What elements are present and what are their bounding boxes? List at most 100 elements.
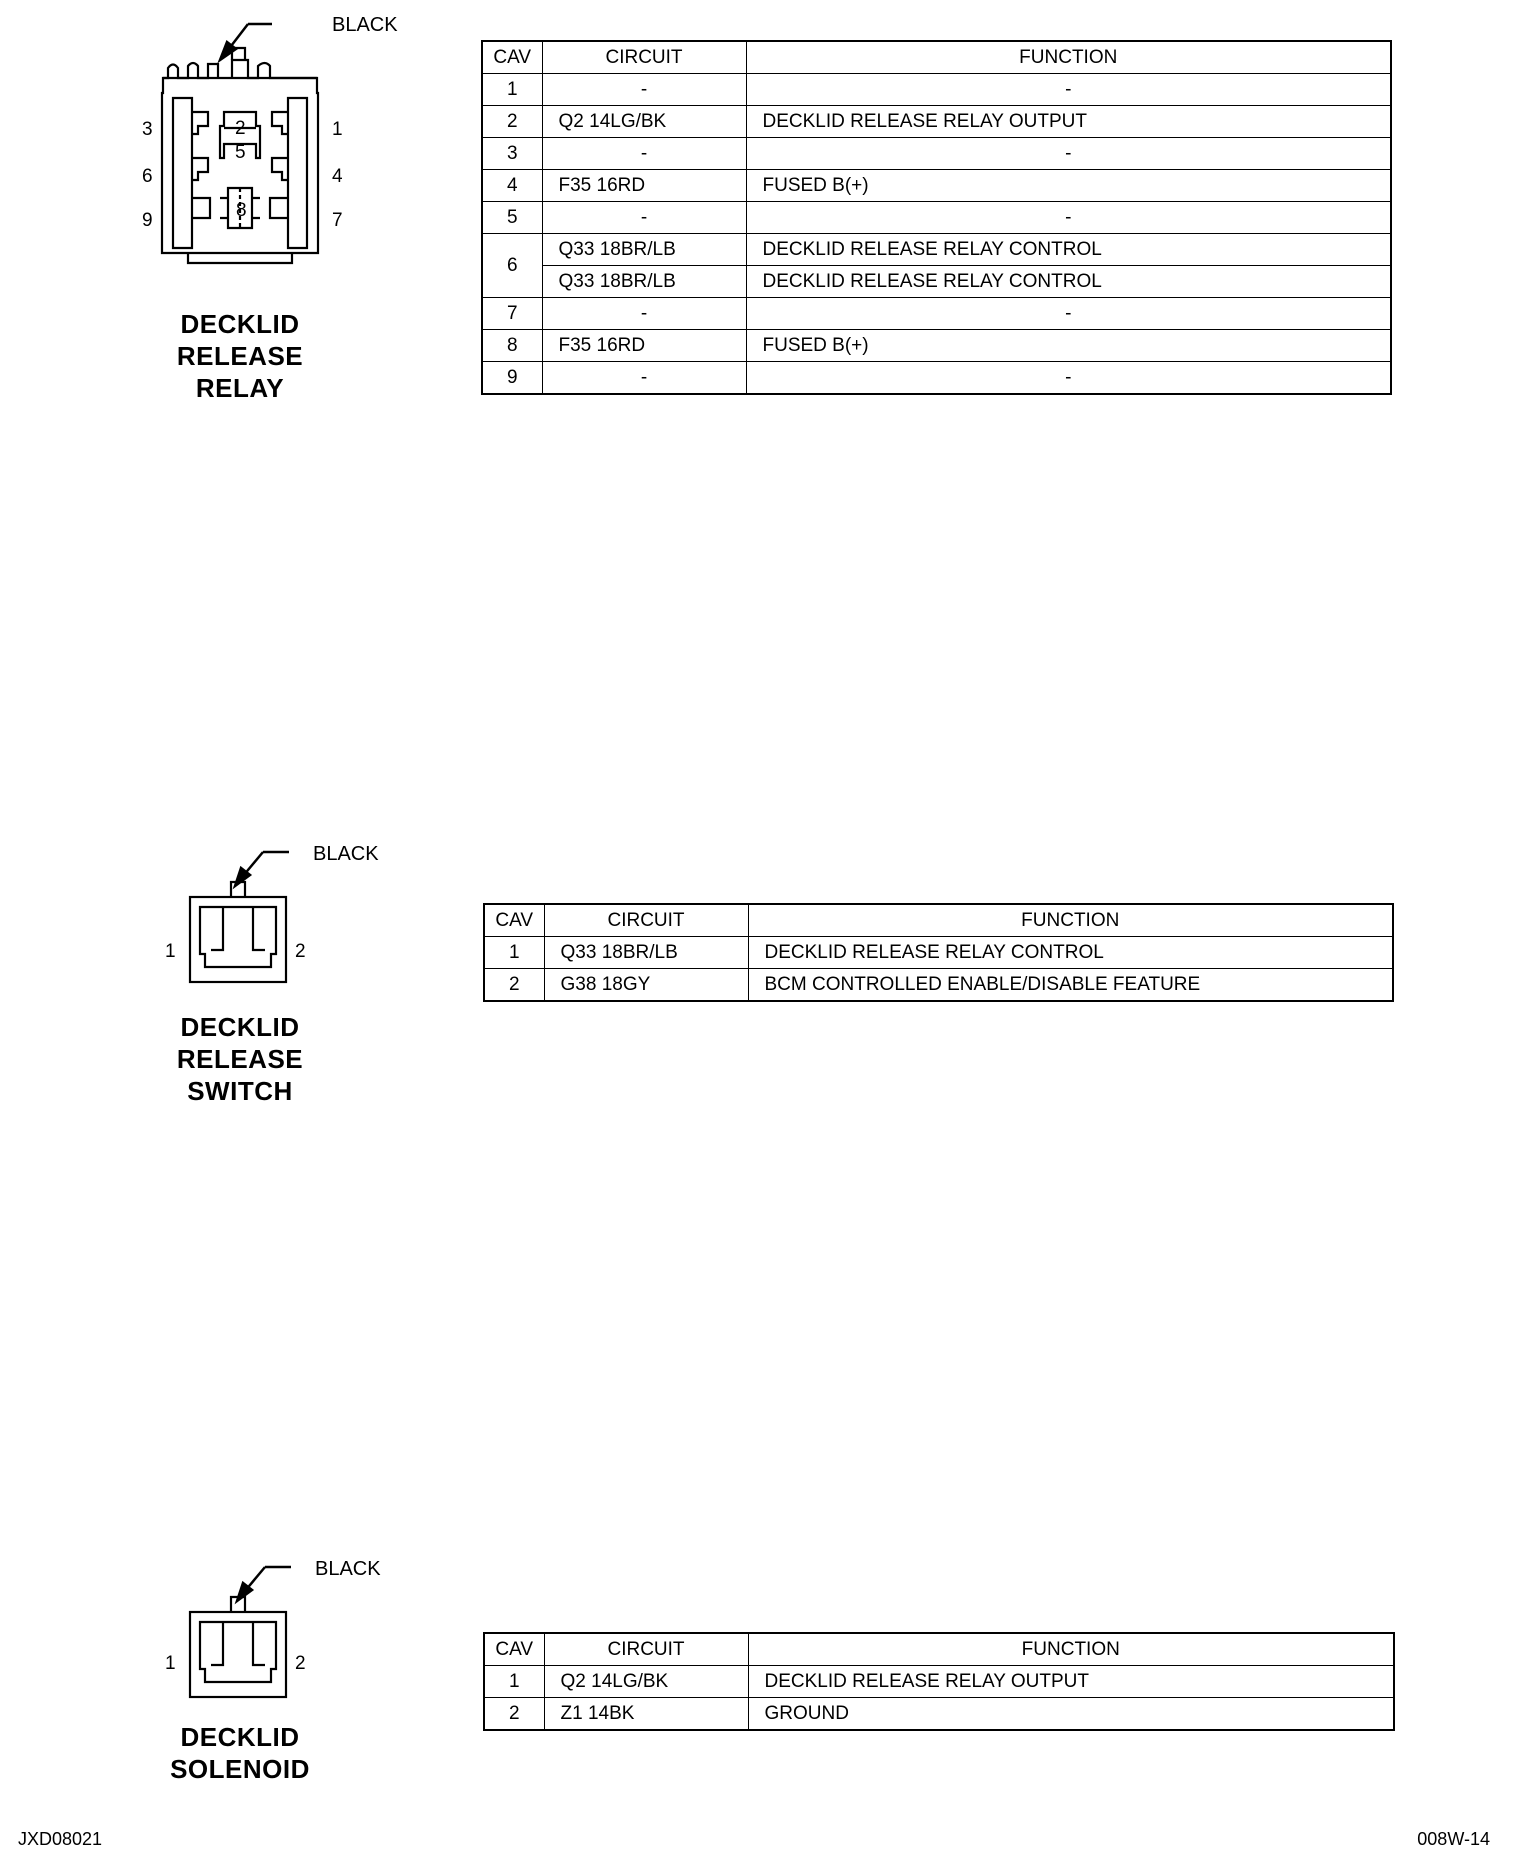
cav-cell: 7 [481,297,543,330]
circuit-cell: Z1 14BK [543,1697,749,1731]
solenoid-pin-2: 2 [295,1653,306,1674]
relay-pin-5: 5 [235,142,246,163]
function-header: FUNCTION [745,40,1392,74]
relay-name-line-3: RELAY [195,373,285,403]
switch-name-line-3: SWITCH [187,1076,293,1106]
solenoid-name-line-1: DECKLID [180,1722,300,1752]
table-header-row: CAV CIRCUIT FUNCTION [481,40,1392,74]
function-cell: - [745,73,1392,106]
cav-cell: 1 [483,936,545,969]
circuit-cell: - [541,201,747,234]
circuit-header: CIRCUIT [543,903,749,937]
cav-cell: 9 [481,361,543,395]
switch-connector-name: DECKLID RELEASE SWITCH [150,1011,330,1107]
circuit-cell: Q2 14LG/BK [541,105,747,138]
function-cell: - [745,361,1392,395]
cav-cell: 1 [483,1665,545,1698]
relay-name-line-1: DECKLID [180,309,300,339]
switch-color-label: BLACK [313,843,379,865]
page-code: 008W-14 [1417,1829,1490,1849]
function-cell: - [745,201,1392,234]
function-cell: DECKLID RELEASE RELAY CONTROL [747,936,1394,969]
cav-cell: 5 [481,201,543,234]
circuit-header: CIRCUIT [541,40,747,74]
function-cell: DECKLID RELEASE RELAY OUTPUT [745,105,1392,138]
solenoid-color-label: BLACK [315,1558,381,1580]
circuit-cell: - [541,361,747,395]
function-cell: DECKLID RELEASE RELAY CONTROL [745,265,1392,298]
table-row: 1-- [481,73,1392,106]
function-cell: DECKLID RELEASE RELAY OUTPUT [747,1665,1395,1698]
circuit-cell: F35 16RD [541,169,747,202]
function-cell: - [745,137,1392,170]
table-header-row: CAV CIRCUIT FUNCTION [483,1632,1395,1666]
relay-pin-9: 9 [142,210,153,231]
relay-name-line-2: RELEASE [176,341,304,371]
solenoid-connector-diagram: BLACK 1 2 [155,1547,415,1707]
relay-pin-2: 2 [235,118,246,139]
relay-color-label: BLACK [332,14,398,36]
circuit-cell: F35 16RD [541,329,747,362]
cav-cell: 4 [481,169,543,202]
switch-pin-2: 2 [295,941,306,962]
cav-cell: 1 [481,73,543,106]
circuit-cell: - [541,137,747,170]
solenoid-pin-1: 1 [165,1653,176,1674]
circuit-header: CIRCUIT [543,1632,749,1666]
relay-pin-4: 4 [332,166,343,187]
circuit-cell: Q33 18BR/LB [543,936,749,969]
cav-cell: 6 [481,233,543,298]
table-row: 7-- [481,297,1392,330]
relay-pin-6: 6 [142,166,153,187]
circuit-cell: Q33 18BR/LB [541,233,747,266]
figure-id: JXD08021 [18,1829,103,1849]
relay-pin-3: 3 [142,119,153,140]
function-cell: BCM CONTROLLED ENABLE/DISABLE FEATURE [747,968,1394,1002]
function-cell: DECKLID RELEASE RELAY CONTROL [745,233,1392,266]
cav-header: CAV [483,903,545,937]
relay-pin-8: 8 [236,200,247,221]
table-header-row: CAV CIRCUIT FUNCTION [483,903,1394,937]
circuit-cell: Q33 18BR/LB [541,265,747,298]
relay-pin-7: 7 [332,210,343,231]
function-header: FUNCTION [747,903,1394,937]
cav-cell: 2 [483,968,545,1002]
function-cell: - [745,297,1392,330]
table-row: 5-- [481,201,1392,234]
switch-pin-1: 1 [165,941,176,962]
cav-header: CAV [481,40,543,74]
relay-connector-diagram: BLACK 3 1 6 4 9 7 2 5 8 [120,8,420,278]
function-cell: GROUND [747,1697,1395,1731]
function-header: FUNCTION [747,1632,1395,1666]
switch-name-line-2: RELEASE [176,1044,304,1074]
circuit-cell: G38 18GY [543,968,749,1002]
solenoid-name-line-2: SOLENOID [170,1754,310,1784]
relay-pin-1: 1 [332,119,343,140]
relay-connector-name: DECKLID RELEASE RELAY [150,308,330,404]
table-row: 9-- [481,361,1392,395]
solenoid-connector-name: DECKLID SOLENOID [150,1721,330,1785]
table-row: 3-- [481,137,1392,170]
cav-cell: 2 [481,105,543,138]
function-cell: FUSED B(+) [745,329,1392,362]
circuit-cell: - [541,297,747,330]
circuit-cell: - [541,73,747,106]
cav-header: CAV [483,1632,545,1666]
circuit-cell: Q2 14LG/BK [543,1665,749,1698]
switch-name-line-1: DECKLID [180,1012,300,1042]
cav-cell: 8 [481,329,543,362]
